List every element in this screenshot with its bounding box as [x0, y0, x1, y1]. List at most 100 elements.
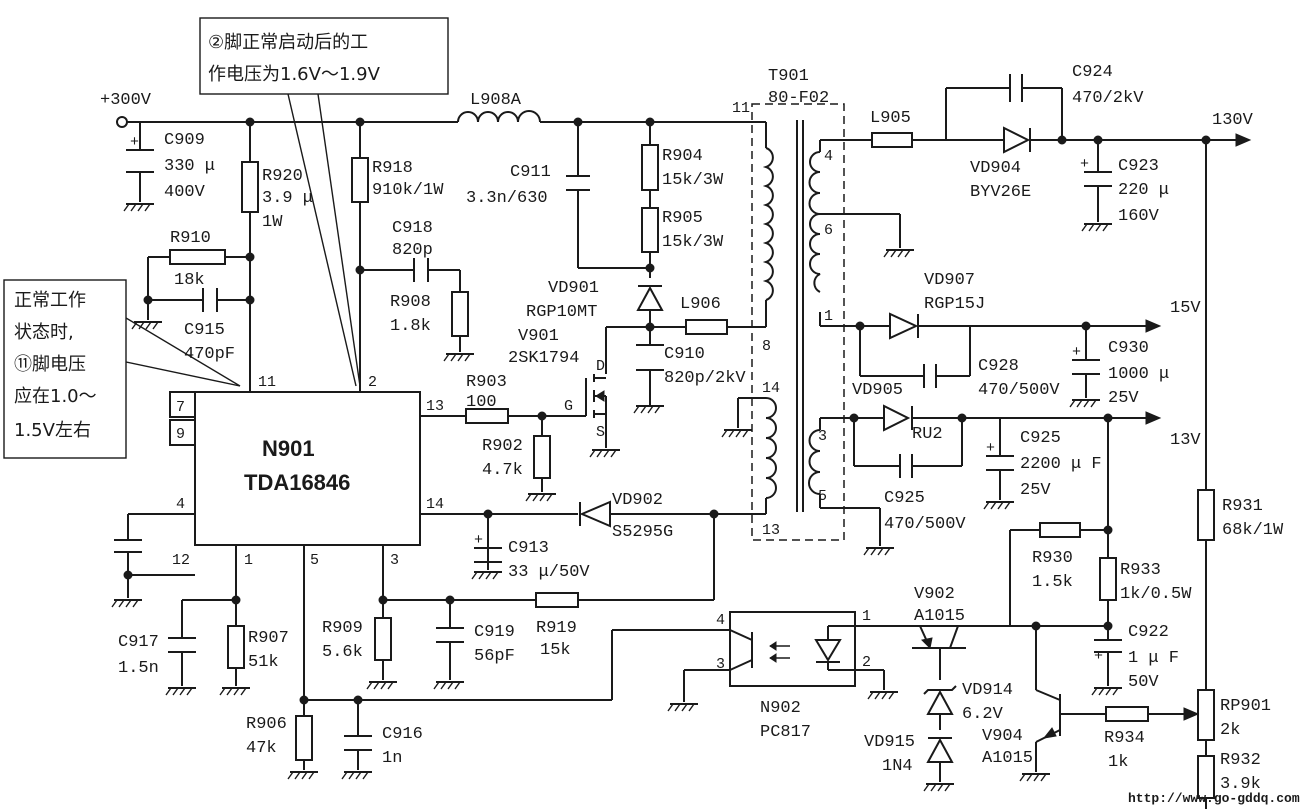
label-components-c909-v1: 330 μ [164, 157, 215, 176]
r902-body [533, 435, 551, 479]
label-components-r905-v1: 15k/3W [662, 233, 724, 252]
label-components-r930-v1: 1.5k [1032, 573, 1073, 592]
resistors [169, 132, 1215, 799]
label-components-r910-v1: 18k [174, 271, 205, 290]
label-opto-p2: 2 [862, 654, 871, 671]
note-pin2: ②脚正常启动后的工 作电压为1.6V～1.9V [199, 17, 449, 387]
label-components-c922-v2: 50V [1128, 673, 1159, 692]
rail-300v: +300V [100, 91, 152, 110]
mosfet-v901 [585, 374, 607, 418]
label-components-r905-ref: R905 [662, 209, 703, 228]
label-components-c916-v1: 1n [382, 749, 402, 768]
label-components-r906-ref: R906 [246, 715, 287, 734]
r909-body [374, 617, 392, 661]
svg-text:+: + [130, 134, 139, 151]
label-components-r919-ref: R919 [536, 619, 577, 638]
diodes [579, 126, 1031, 763]
optocoupler-n902: 4 3 1 2 N902 PC817 [716, 608, 871, 742]
label-components-c923-v1: 220 μ [1118, 181, 1169, 200]
label-components-c918-ref: C918 [392, 219, 433, 238]
label-transformer-pins-p13: 13 [762, 522, 780, 539]
r920-body [241, 161, 259, 213]
label-components-c909-v2: 400V [164, 183, 206, 202]
svg-text:+: + [1080, 156, 1089, 173]
label-components-l908a-ref: L908A [470, 91, 522, 110]
label-mosfet-d: D [596, 358, 605, 375]
label-opto-p3: 3 [716, 656, 725, 673]
ic-n901-ref: N901 [262, 436, 315, 461]
label-components-r934-v1: 1k [1108, 753, 1128, 772]
label-components-c915-v1: 470pF [184, 345, 235, 364]
rail-arrows [1145, 133, 1252, 425]
label-components-v904-v1: A1015 [982, 749, 1033, 768]
r931-body [1197, 489, 1215, 541]
label-components-l905-ref: L905 [870, 109, 911, 128]
r934-body [1105, 706, 1149, 722]
label-components-r904-v1: 15k/3W [662, 171, 724, 190]
label-components-vd905-ref: VD905 [852, 381, 903, 400]
svg-text:+: + [1094, 648, 1103, 665]
label-components-r909-v1: 5.6k [322, 643, 363, 662]
svg-text:+: + [474, 532, 483, 549]
label-components-v902-ref: V902 [914, 585, 955, 604]
label-components-r933-ref: R933 [1120, 561, 1161, 580]
rail-15v: 15V [1170, 299, 1201, 318]
label-components-c925b-v1: 470/500V [884, 515, 966, 534]
r906-body [295, 715, 313, 761]
ic-n901: N901 TDA16846 11 2 7 9 13 14 4 12 1 5 3 [169, 374, 444, 569]
r904-body [641, 144, 659, 191]
label-components-vd901-ref: VD901 [548, 279, 599, 298]
label-components-vd915-v1: 1N4 [882, 757, 913, 776]
label-components-r918-ref: R918 [372, 159, 413, 178]
label-components-vd907-ref: VD907 [924, 271, 975, 290]
label-transformer-pins-p8: 8 [762, 338, 771, 355]
transformer-t901: T901 80-F02 11 8 14 13 4 6 1 3 5 [732, 67, 845, 541]
label-ic-pins-p1: 1 [244, 552, 253, 569]
r907-body [227, 625, 245, 669]
label-components-vd901-v1: RGP10MT [526, 303, 597, 322]
label-components-c925a-v2: 25V [1020, 481, 1051, 500]
label-ic-pins-p5: 5 [310, 552, 319, 569]
svg-text:+: + [986, 440, 995, 457]
component-labels: +300V 130V 15V 13V C909 330 μ 400V R920 … [100, 63, 1300, 806]
label-components-c930-v2: 25V [1108, 389, 1139, 408]
label-components-l906-ref: L906 [680, 295, 721, 314]
watermark: http://www.go-gddq.com [1128, 791, 1300, 806]
label-components-r932-ref: R932 [1220, 751, 1261, 770]
r903-body [465, 408, 509, 424]
label-components-rp901-ref: RP901 [1220, 697, 1271, 716]
label-components-c913-ref: C913 [508, 539, 549, 558]
label-components-r908-ref: R908 [390, 293, 431, 312]
label-components-c915-ref: C915 [184, 321, 225, 340]
label-components-c913-v1: 33 μ/50V [508, 563, 590, 582]
label-components-c924-ref: C924 [1072, 63, 1113, 82]
label-mosfet-s: S [596, 424, 605, 441]
label-ic-pins-p9: 9 [176, 426, 185, 443]
label-transformer-pins-p14: 14 [762, 380, 780, 397]
label-components-r908-v1: 1.8k [390, 317, 431, 336]
label-components-c910-v1: 820p/2kV [664, 369, 746, 388]
label-components-c916-ref: C916 [382, 725, 423, 744]
label-components-vd904-ref: VD904 [970, 159, 1021, 178]
label-transformer-pins-p5: 5 [818, 488, 827, 505]
label-components-c917-v1: 1.5n [118, 659, 159, 678]
label-notes-pin11_line3: ⑪脚电压 [14, 354, 86, 375]
label-mosfet-ref: V901 [518, 327, 559, 346]
label-transformer-pins-p3: 3 [818, 428, 827, 445]
label-components-r904-ref: R904 [662, 147, 703, 166]
label-components-c928-v1: 470/500V [978, 381, 1060, 400]
r933-body [1099, 557, 1117, 601]
label-components-c919-ref: C919 [474, 623, 515, 642]
label-components-r931-v1: 68k/1W [1222, 521, 1284, 540]
label-components-c925a-ref: C925 [1020, 429, 1061, 448]
label-components-r902-ref: R902 [482, 437, 523, 456]
label-components-c923-v2: 160V [1118, 207, 1160, 226]
label-transformer-pins-p6: 6 [824, 222, 833, 239]
rail-130v: 130V [1212, 111, 1254, 130]
label-components-r920-v2: 1W [262, 213, 283, 232]
r930-body [1039, 522, 1081, 538]
label-opto-p4: 4 [716, 612, 725, 629]
label-components-r909-ref: R909 [322, 619, 363, 638]
label-components-vd915-ref: VD915 [864, 733, 915, 752]
